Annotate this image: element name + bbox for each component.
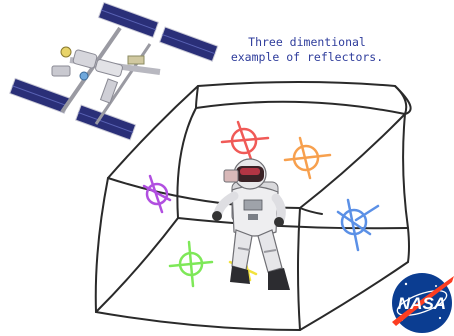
nasa-logo-text: NASA — [398, 294, 446, 313]
reflector-blue — [336, 198, 380, 252]
caption-line-2: example of reflectors. — [230, 50, 384, 64]
astronaut-icon — [212, 158, 290, 290]
reflector-green — [168, 240, 214, 288]
reflector-orange — [283, 136, 332, 180]
reflector-purple — [142, 174, 172, 214]
diagram-caption: Three dimentional example of reflectors. — [222, 35, 392, 65]
reflector-red — [220, 120, 270, 164]
caption-line-1: Three dimentional — [248, 35, 366, 49]
nasa-logo-icon: NASA — [392, 273, 454, 333]
space-station-icon — [9, 1, 219, 141]
